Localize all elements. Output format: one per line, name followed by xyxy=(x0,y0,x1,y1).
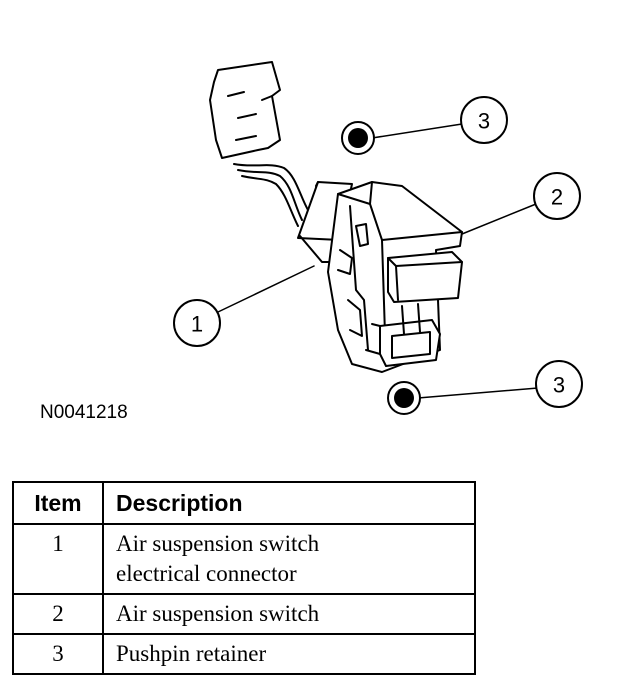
header-description: Description xyxy=(102,481,476,525)
item-number: 3 xyxy=(12,633,104,675)
table-row: 2 Air suspension switch xyxy=(12,593,476,635)
pushpin-retainer-upper xyxy=(341,121,375,155)
figure-code: N0041218 xyxy=(40,402,128,423)
item-number: 1 xyxy=(12,523,104,595)
callout-3-lower-circle xyxy=(535,360,583,408)
pushpin-retainer-lower xyxy=(387,381,421,415)
table-row: 3 Pushpin retainer xyxy=(12,633,476,675)
air-suspension-switch xyxy=(297,181,463,373)
header-item: Item xyxy=(12,481,104,525)
item-number: 2 xyxy=(12,593,104,635)
callout-1-circle xyxy=(173,299,221,347)
table-row: 1 Air suspension switch electrical conne… xyxy=(12,523,476,595)
table-header-row: Item Description xyxy=(12,481,476,525)
callout-3-lower-label: 3 xyxy=(553,373,565,398)
callout-2-label: 2 xyxy=(551,185,563,210)
callout-3-upper-label: 3 xyxy=(478,109,490,134)
leader-lines xyxy=(217,123,539,399)
parts-table: Item Description 1 Air suspension switch… xyxy=(12,481,476,675)
callout-1-label: 1 xyxy=(191,312,203,337)
callout-3-upper-circle xyxy=(460,96,508,144)
item-description: Air suspension switch xyxy=(102,593,476,635)
item-description: Air suspension switch electrical connect… xyxy=(102,523,476,595)
exploded-diagram: 1 2 3 3 xyxy=(173,61,583,415)
item-description: Pushpin retainer xyxy=(102,633,476,675)
callout-2-circle xyxy=(533,172,581,220)
electrical-connector xyxy=(209,61,309,227)
